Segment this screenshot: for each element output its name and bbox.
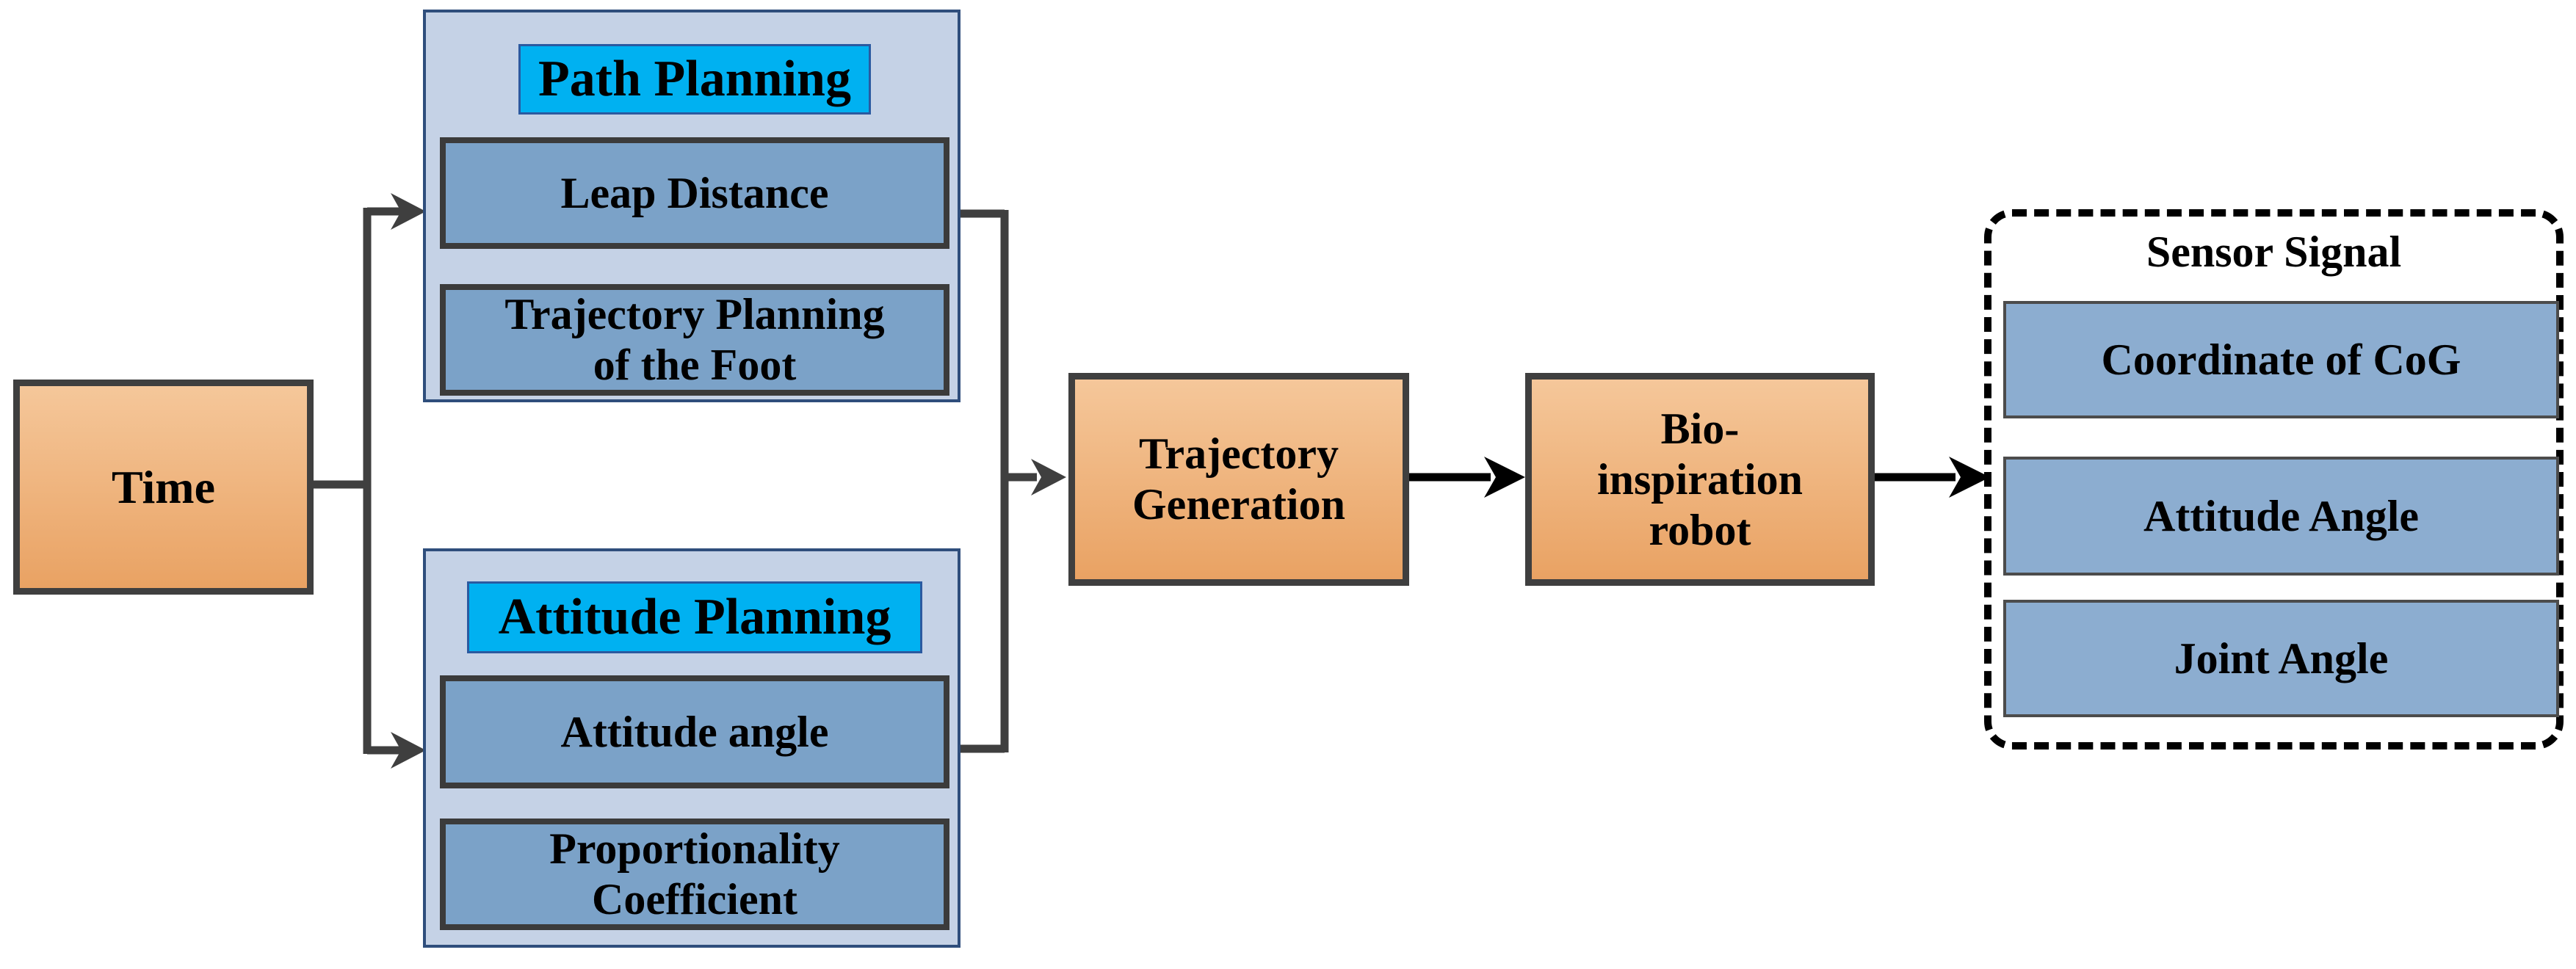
coordinate-of-cog-label: Coordinate of CoG bbox=[2101, 335, 2461, 384]
attitude-planning-header: Attitude Planning bbox=[467, 581, 922, 653]
arrowhead-into-trajectory-generation-icon bbox=[1031, 459, 1066, 496]
attitude-angle-box: Attitude angle bbox=[440, 675, 949, 788]
sensor-signal-panel: Sensor Signal Coordinate of CoG Attitude… bbox=[1984, 209, 2564, 750]
arrowhead-trajectory-to-bio-icon bbox=[1484, 457, 1525, 498]
leap-distance-label: Leap Distance bbox=[560, 168, 829, 217]
path-planning-header-label: Path Planning bbox=[538, 50, 851, 107]
path-planning-panel: Path Planning Leap Distance Trajectory P… bbox=[423, 10, 960, 402]
path-planning-header: Path Planning bbox=[518, 44, 871, 115]
arrowhead-into-path-panel-icon bbox=[391, 193, 426, 230]
attitude-planning-panel: Attitude Planning Attitude angle Proport… bbox=[423, 548, 960, 948]
joint-angle-box: Joint Angle bbox=[2003, 600, 2559, 717]
coordinate-of-cog-box: Coordinate of CoG bbox=[2003, 301, 2559, 418]
sensor-signal-title: Sensor Signal bbox=[2146, 228, 2402, 276]
time-node: Time bbox=[13, 380, 314, 595]
attitude-angle-sensor-box: Attitude Angle bbox=[2003, 457, 2559, 576]
joint-angle-label: Joint Angle bbox=[2174, 634, 2389, 683]
time-label: Time bbox=[111, 460, 216, 513]
trajectory-generation-label: Trajectory Generation bbox=[1132, 429, 1345, 529]
trajectory-planning-foot-label: Trajectory Planning of the Foot bbox=[504, 290, 885, 389]
proportionality-coefficient-box: Proportionality Coefficient bbox=[440, 819, 949, 930]
attitude-angle-sensor-label: Attitude Angle bbox=[2143, 491, 2419, 540]
trajectory-planning-foot-box: Trajectory Planning of the Foot bbox=[440, 284, 949, 396]
arrowhead-into-attitude-panel-icon bbox=[391, 732, 426, 769]
attitude-planning-header-label: Attitude Planning bbox=[498, 588, 891, 645]
proportionality-coefficient-label: Proportionality Coefficient bbox=[549, 824, 840, 923]
trajectory-generation-node: Trajectory Generation bbox=[1068, 373, 1409, 586]
bio-inspiration-robot-label: Bio- inspiration robot bbox=[1596, 404, 1803, 554]
arrowhead-bio-to-sensor-icon bbox=[1949, 457, 1990, 498]
leap-distance-box: Leap Distance bbox=[440, 137, 949, 249]
bio-inspiration-robot-node: Bio- inspiration robot bbox=[1525, 373, 1875, 586]
attitude-angle-label: Attitude angle bbox=[560, 707, 829, 756]
